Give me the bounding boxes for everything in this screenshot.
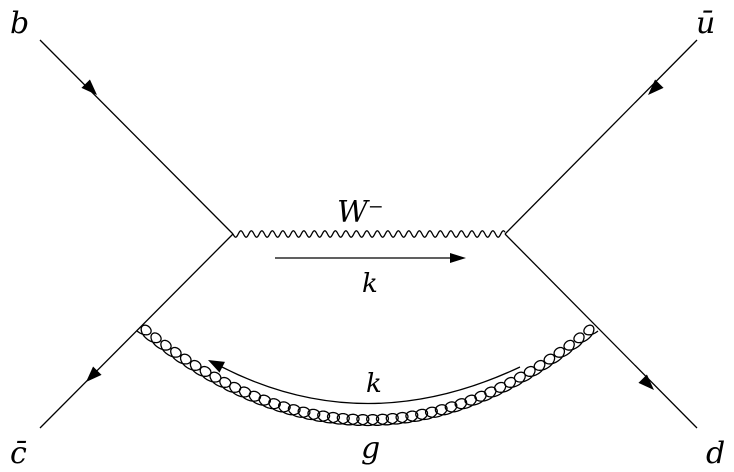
ubar-quark-arrow-icon [648, 79, 664, 95]
b-quark-arrow-icon [81, 79, 97, 95]
label-d: d [706, 436, 725, 471]
gluon-momentum-arrowhead-icon [208, 360, 225, 373]
label-gluon: g [361, 431, 380, 466]
label-b: b [10, 6, 29, 41]
label-cbar: c̄ [10, 436, 27, 471]
label-ubar: ū [696, 6, 715, 41]
label-w-boson: W⁻ [337, 195, 384, 230]
ubar-quark-line [504, 39, 698, 235]
label-gluon-momentum: k [366, 369, 382, 399]
w-momentum-arrowhead-icon [450, 253, 466, 263]
label-w-momentum: k [362, 269, 378, 299]
cbar-quark-line [39, 233, 234, 429]
gluon-propagator [136, 324, 599, 427]
d-quark-arrow-icon [638, 374, 654, 390]
d-quark-line [504, 233, 698, 429]
b-quark-line [39, 39, 234, 235]
cbar-quark-arrow-icon [86, 366, 102, 382]
gluon-momentum-arrow [221, 366, 521, 405]
w-boson-propagator [232, 230, 506, 238]
